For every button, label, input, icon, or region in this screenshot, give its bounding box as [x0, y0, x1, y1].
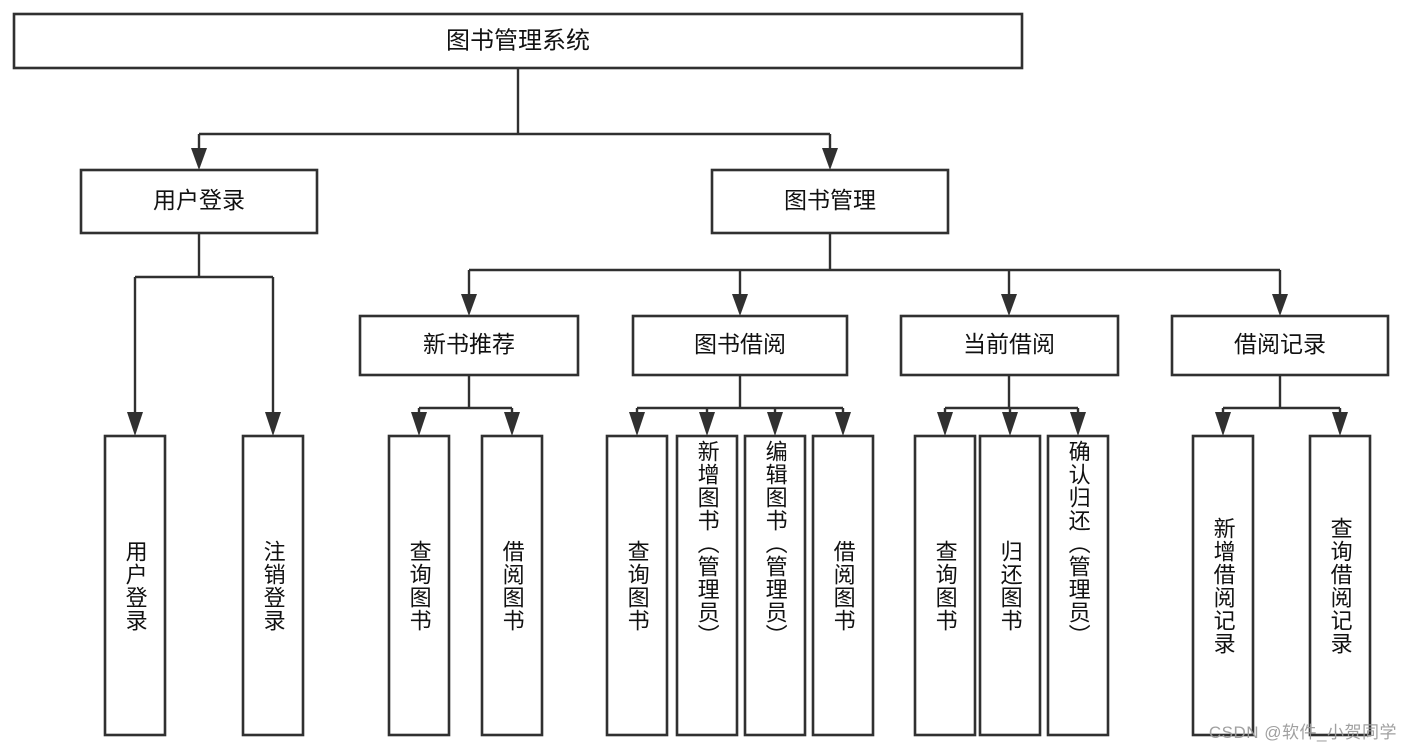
arrow-head-leaf-borrow-book-1 [504, 412, 520, 436]
arrow-head-leaf-query-book-3 [937, 412, 953, 436]
arrow-head-leaf-borrow-book-2 [835, 412, 851, 436]
node-leaf-user-logout[interactable] [241, 434, 305, 737]
node-root[interactable] [12, 12, 1024, 70]
arrow-head-user-login [191, 148, 207, 170]
arrow-head-leaf-query-book-2 [629, 412, 645, 436]
node-leaf-user-login[interactable] [103, 434, 167, 737]
arrow-head-leaf-add-record [1215, 412, 1231, 436]
node-book-borrow-label: 图书借阅 [694, 331, 786, 357]
node-leaf-query-book-1[interactable] [387, 434, 451, 737]
node-user-login-label: 用户登录 [153, 187, 245, 213]
arrow-head-current-borrow [1001, 294, 1017, 316]
arrow-head-leaf-add-book [699, 412, 715, 436]
node-book-borrow[interactable] [631, 314, 849, 377]
node-leaf-query-book-2[interactable] [605, 434, 669, 737]
node-book-manage[interactable] [710, 168, 950, 235]
arrow-head-leaf-return-book [1002, 412, 1018, 436]
node-leaf-query-record[interactable] [1308, 434, 1372, 737]
node-leaf-borrow-book-1[interactable] [480, 434, 544, 737]
node-new-book-recommend[interactable] [358, 314, 580, 377]
node-new-book-recommend-label: 新书推荐 [423, 331, 515, 357]
arrow-head-leaf-query-record [1332, 412, 1348, 436]
node-leaf-borrow-book-2[interactable] [811, 434, 875, 737]
arrow-head-book-borrow [732, 294, 748, 316]
arrow-head-leaf-query-book-1 [411, 412, 427, 436]
node-root-label: 图书管理系统 [446, 27, 590, 54]
node-leaf-edit-book[interactable] [743, 434, 807, 737]
node-leaf-add-book[interactable] [675, 434, 739, 737]
arrow-head-leaf-user-login [127, 412, 143, 436]
node-borrow-record[interactable] [1170, 314, 1390, 377]
node-leaf-query-book-3[interactable] [913, 434, 977, 737]
node-book-manage-label: 图书管理 [784, 187, 876, 213]
node-layer: 图书管理系统 用户登录 图书管理 新书推荐 图书借阅 当前借阅 借阅记录 [12, 12, 1390, 737]
arrow-head-leaf-user-logout [265, 412, 281, 436]
arrow-head-leaf-edit-book [767, 412, 783, 436]
arrow-head-leaf-confirm-return [1070, 412, 1086, 436]
node-current-borrow-label: 当前借阅 [963, 331, 1055, 357]
arrow-head-new-book-recommend [461, 294, 477, 316]
node-current-borrow[interactable] [899, 314, 1120, 377]
node-leaf-return-book[interactable] [978, 434, 1042, 737]
node-leaf-confirm-return[interactable] [1046, 434, 1110, 737]
arrow-head-book-manage [822, 148, 838, 170]
node-borrow-record-label: 借阅记录 [1234, 331, 1326, 357]
connector-layer [127, 68, 1348, 436]
node-leaf-add-record[interactable] [1191, 434, 1255, 737]
node-user-login[interactable] [79, 168, 319, 235]
arrow-head-borrow-record [1272, 294, 1288, 316]
